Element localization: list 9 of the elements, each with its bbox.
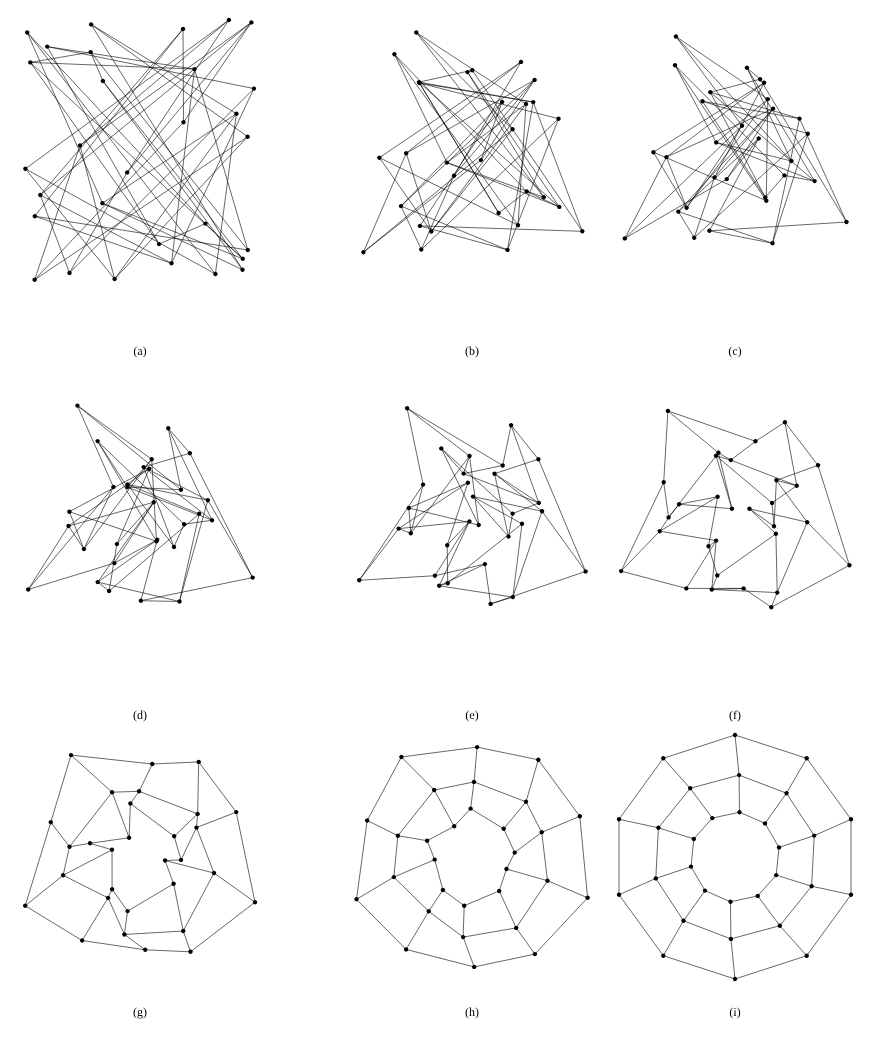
panel-label: (f) bbox=[729, 710, 741, 722]
panel-label: (a) bbox=[133, 346, 147, 358]
panel-label: (b) bbox=[465, 346, 479, 358]
panel-label: (d) bbox=[133, 710, 147, 722]
panel-label: (g) bbox=[133, 1007, 147, 1019]
panel-label: (e) bbox=[465, 710, 479, 722]
panel-label: (h) bbox=[465, 1007, 479, 1019]
panel-label: (c) bbox=[728, 346, 742, 358]
panel-label: (i) bbox=[729, 1007, 741, 1019]
